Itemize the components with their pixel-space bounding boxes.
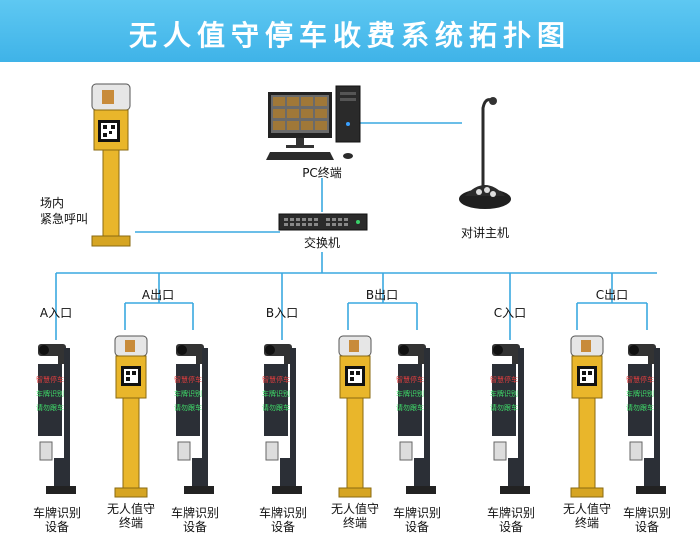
display-line-1: 智慧停车 [396,375,424,384]
display-line-1: 智慧停车 [626,375,654,384]
emergency-call-terminal [91,83,131,247]
plate-recognition-device-c-entry: 智慧停车 车牌识别 请勿跟车 [488,338,538,502]
display-line-1: 智慧停车 [262,375,290,384]
terminal-label-b-2: 终端 [342,516,367,530]
plate-label-b-exit-2: 设备 [404,520,429,534]
display-line-3: 请勿跟车 [36,403,64,412]
plate-label-a-entry-2: 设备 [44,520,69,534]
group-a-exit-label: A出口 [141,288,175,302]
title-banner [0,0,700,62]
terminal-label-c-2: 终端 [574,516,599,530]
switch-label: 交换机 [303,236,340,250]
plate-recognition-device-a-exit: 智慧停车 车牌识别 请勿跟车 [172,338,222,502]
display-line-3: 请勿跟车 [262,403,290,412]
plate-label-c-entry-1: 车牌识别 [486,506,535,520]
group-c-entry-label: C入口 [493,306,527,320]
unattended-terminal-c [568,334,608,504]
group-c-exit-label: C出口 [595,288,629,302]
plate-label-b-entry-2: 设备 [270,520,295,534]
plate-label-b-exit-1: 车牌识别 [392,506,441,520]
display-line-3: 请勿跟车 [396,403,424,412]
display-line-2: 车牌识别 [36,389,64,398]
display-line-1: 智慧停车 [490,375,518,384]
group-a-entry-label: A入口 [39,306,73,320]
display-line-3: 请勿跟车 [626,403,654,412]
plate-label-b-entry-1: 车牌识别 [258,506,307,520]
group-b-entry-label: B入口 [265,306,299,320]
intercom-label: 对讲主机 [460,226,509,240]
terminal-label-a-1: 无人值守 [106,502,155,516]
emergency-label-line1: 场内 [40,196,65,210]
network-switch [278,213,368,231]
page-title: 无人值守停车收费系统拓扑图 [128,19,571,52]
plate-label-c-entry-2: 设备 [498,520,523,534]
display-line-2: 车牌识别 [396,389,424,398]
unattended-terminal-a [112,334,152,504]
display-line-3: 请勿跟车 [490,403,518,412]
terminal-label-a-2: 终端 [118,516,143,530]
display-line-1: 智慧停车 [174,375,202,384]
pc-terminal [266,85,361,160]
display-line-2: 车牌识别 [262,389,290,398]
intercom-host [459,97,511,209]
unattended-terminal-b [336,334,376,504]
plate-label-c-exit-2: 设备 [634,520,659,534]
plate-label-a-entry-1: 车牌识别 [32,506,81,520]
plate-recognition-device-b-exit: 智慧停车 车牌识别 请勿跟车 [394,338,444,502]
display-line-2: 车牌识别 [626,389,654,398]
plate-label-a-exit-1: 车牌识别 [170,506,219,520]
plate-recognition-device-b-entry: 智慧停车 车牌识别 请勿跟车 [260,338,310,502]
emergency-label-line2: 紧急呼叫 [40,212,89,226]
display-line-2: 车牌识别 [490,389,518,398]
plate-recognition-device-c-exit: 智慧停车 车牌识别 请勿跟车 [624,338,674,502]
display-line-1: 智慧停车 [36,375,64,384]
group-b-exit-label: B出口 [365,288,399,302]
pc-label: PC终端 [302,166,342,180]
display-line-3: 请勿跟车 [174,403,202,412]
plate-label-a-exit-2: 设备 [182,520,207,534]
plate-label-c-exit-1: 车牌识别 [622,506,671,520]
terminal-label-b-1: 无人值守 [330,502,379,516]
display-line-2: 车牌识别 [174,389,202,398]
terminal-label-c-1: 无人值守 [562,502,611,516]
plate-recognition-device-a-entry: 智慧停车 车牌识别 请勿跟车 [34,338,84,502]
